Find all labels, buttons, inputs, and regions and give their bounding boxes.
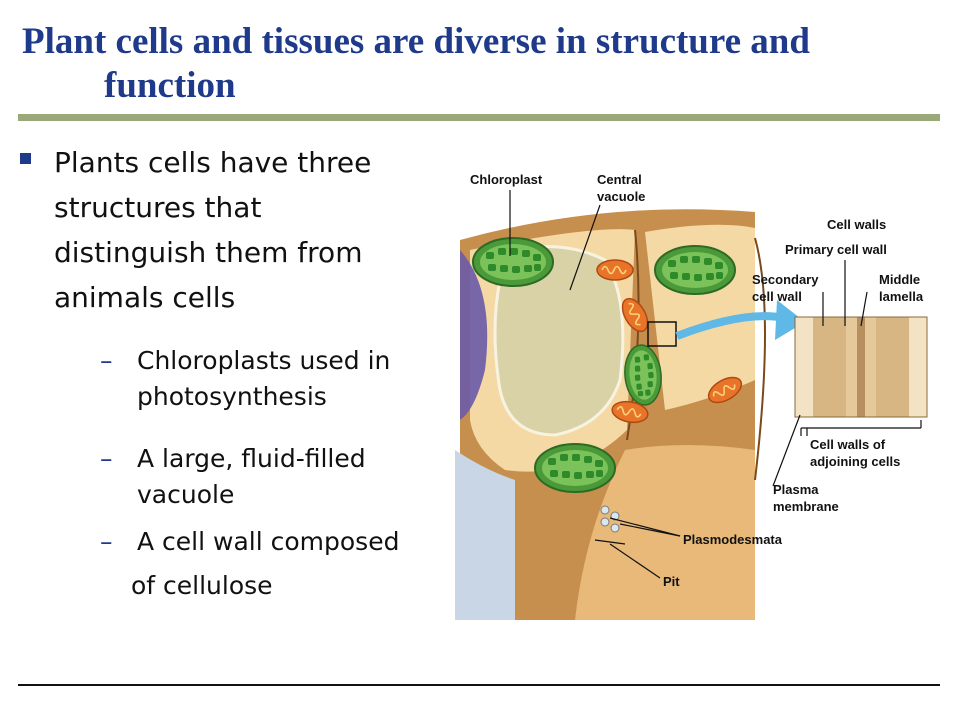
label-middle: Middle: [879, 272, 920, 287]
label-membrane: membrane: [773, 499, 839, 514]
title-line-2: function: [104, 65, 236, 106]
sub-bullet-chloroplasts: – Chloroplasts used in photosynthesis: [20, 343, 440, 415]
footer-divider: [18, 684, 940, 686]
main-bullet: Plants cells have three structures that …: [20, 140, 440, 320]
label-cell-wall: cell wall: [752, 289, 802, 304]
sub-bullet-line: A cell wall composed: [137, 527, 400, 556]
label-secondary: Secondary: [752, 272, 819, 287]
plant-cell-diagram: Chloroplast Central vacuole Cell walls P…: [455, 172, 928, 620]
sub-bullet-line: A large, fluid-filled: [137, 444, 366, 473]
label-cell-walls: Cell walls: [827, 217, 886, 232]
main-bullet-line-2: structures that: [54, 191, 262, 224]
sub-bullet-line: vacuole: [137, 480, 235, 509]
sub-bullet-line: photosynthesis: [137, 382, 327, 411]
main-bullet-line-4: animals cells: [54, 281, 236, 314]
dash-bullet-icon: –: [100, 444, 113, 473]
label-lamella: lamella: [879, 289, 924, 304]
main-bullet-line-3: distinguish them from: [54, 236, 363, 269]
label-central: Central: [597, 172, 642, 187]
main-bullet-line-1: Plants cells have three: [54, 146, 372, 179]
label-adjoining-cells: adjoining cells: [810, 454, 900, 469]
label-primary-cell-wall: Primary cell wall: [785, 242, 887, 257]
sub-bullet-vacuole: – A large, fluid-filled vacuole: [20, 441, 440, 513]
label-vacuole: vacuole: [597, 189, 645, 204]
label-plasma: Plasma: [773, 482, 819, 497]
dash-bullet-icon: –: [100, 527, 113, 556]
arrow-head-icon: [775, 300, 805, 340]
dash-bullet-icon: –: [100, 346, 113, 375]
label-pit: Pit: [663, 574, 680, 589]
label-cell-walls-of: Cell walls of: [810, 437, 886, 452]
cell-illustration: [455, 209, 766, 620]
sub-bullet-line: Chloroplasts used in: [137, 346, 391, 375]
square-bullet-icon: [20, 153, 31, 164]
label-plasmodesmata: Plasmodesmata: [683, 532, 783, 547]
sub-bullet-continuation: of cellulose: [131, 571, 273, 600]
slide-title: Plant cells and tissues are diverse in s…: [22, 20, 942, 108]
label-chloroplast: Chloroplast: [470, 172, 543, 187]
sub-bullet-cell-wall: – A cell wall composed: [20, 524, 440, 560]
leader-lines: [509, 190, 922, 579]
bullet-list: Plants cells have three structures that …: [20, 140, 440, 604]
title-line-1: Plant cells and tissues are diverse in s…: [22, 21, 810, 62]
cell-wall-detail: [794, 316, 928, 418]
title-divider: [18, 114, 940, 121]
